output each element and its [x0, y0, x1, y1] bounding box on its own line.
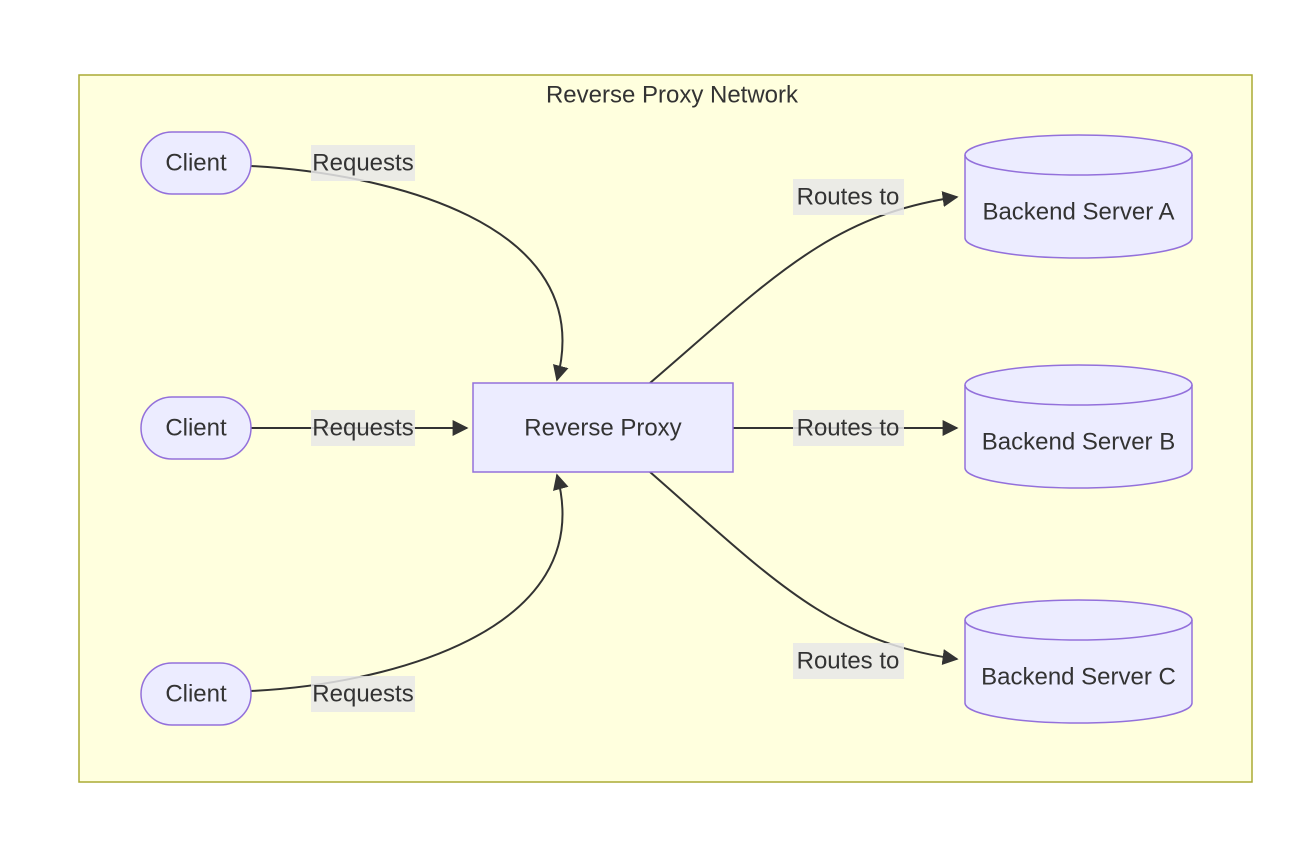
- node-label: Reverse Proxy: [524, 415, 681, 442]
- edge-label-requests-2: Requests: [311, 410, 415, 446]
- node-backend-server-a: Backend Server A: [964, 134, 1193, 259]
- node-backend-server-c: Backend Server C: [964, 599, 1193, 724]
- edge-label-routes-to-c: Routes to: [793, 643, 904, 679]
- node-label: Client: [165, 415, 227, 442]
- edge-label-background: [311, 410, 415, 446]
- node-label: Backend Server A: [982, 199, 1174, 226]
- node-label: Client: [165, 150, 227, 177]
- edge-proxy-to-serverA: [649, 191, 959, 384]
- edge-label-routes-to-b: Routes to: [793, 410, 904, 446]
- edge-label-layer: Requests Requests Requests Routes to Rou…: [311, 145, 904, 712]
- node-backend-server-b: Backend Server B: [964, 364, 1193, 489]
- cylinder-top-arc: [964, 384, 1193, 406]
- cylinder-top-arc: [964, 619, 1193, 641]
- edge-label-text: Requests: [312, 681, 413, 708]
- edge-label-text: Requests: [312, 415, 413, 442]
- edge-label-background: [793, 643, 904, 679]
- node-client-2: Client: [140, 396, 252, 460]
- cylinder-top-arc: [964, 154, 1193, 176]
- edge-label-text: Routes to: [797, 648, 900, 675]
- edge-label-requests-3: Requests: [311, 676, 415, 712]
- edge-label-background: [793, 179, 904, 215]
- edge-proxy-to-serverC: [649, 471, 959, 666]
- edge-client1-to-proxy: [250, 165, 569, 382]
- node-label: Backend Server C: [981, 664, 1176, 691]
- stadium-shape: [140, 131, 252, 195]
- node-client-3: Client: [140, 662, 252, 726]
- edge-client3-to-proxy: [250, 473, 569, 692]
- stadium-shape: [140, 396, 252, 460]
- node-reverse-proxy: Reverse Proxy: [472, 382, 734, 473]
- cylinder-shape: [964, 134, 1193, 259]
- node-client-1: Client: [140, 131, 252, 195]
- node-label: Client: [165, 681, 227, 708]
- node-label: Backend Server B: [982, 429, 1175, 456]
- edge-label-text: Routes to: [797, 415, 900, 442]
- edge-label-text: Requests: [312, 150, 413, 177]
- cylinder-shape: [964, 599, 1193, 724]
- rectangle-shape: [472, 382, 734, 473]
- stadium-shape: [140, 662, 252, 726]
- cylinder-shape: [964, 364, 1193, 489]
- edge-label-routes-to-a: Routes to: [793, 179, 904, 215]
- edge-label-background: [311, 676, 415, 712]
- edge-layer: [250, 165, 959, 692]
- edge-label-requests-1: Requests: [311, 145, 415, 181]
- edge-label-text: Routes to: [797, 184, 900, 211]
- edge-label-background: [793, 410, 904, 446]
- cluster-title: Reverse Proxy Network: [546, 82, 799, 109]
- edge-label-background: [311, 145, 415, 181]
